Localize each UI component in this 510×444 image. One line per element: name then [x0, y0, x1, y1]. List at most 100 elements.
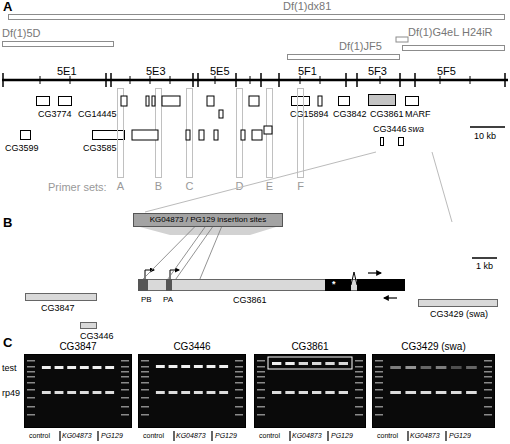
band-tick [278, 73, 280, 87]
gel-panel-label: CG3861 [291, 342, 328, 352]
figure-label: control [377, 432, 398, 439]
rp49-band [80, 391, 89, 394]
figure-label: 5E3 [146, 66, 166, 77]
test-band [42, 366, 51, 369]
deficiency-bar: Df(1)dx81 [8, 14, 505, 20]
test-band [67, 366, 76, 369]
ladder-band [375, 406, 383, 408]
insertion-site-box-label: KG04873 / PG129 insertion sites [150, 216, 267, 224]
gene-box: CG3861 [368, 94, 396, 106]
ladder-band [141, 406, 149, 408]
rp49-band [405, 391, 416, 394]
figure-label: KG04873 [410, 432, 440, 439]
highlight-box [268, 357, 352, 369]
figure-label: Primer sets: [48, 182, 107, 193]
gene-box-label: MARF [405, 110, 431, 119]
band-tick [504, 73, 506, 87]
band-tick [414, 73, 416, 87]
rp49-band [194, 391, 203, 394]
lane-separator [211, 431, 212, 441]
minor-tick [380, 76, 381, 84]
figure-label: PA [163, 296, 173, 304]
ladder-band [257, 397, 265, 399]
ladder-band [257, 406, 265, 408]
gene-box [146, 96, 149, 106]
ladder-band [375, 397, 383, 399]
band-tick [192, 73, 194, 87]
ladder-band [375, 376, 383, 378]
rp49-band [299, 391, 308, 394]
figure-label: 5F5 [437, 66, 456, 77]
test-band [466, 366, 477, 369]
ladder-band [121, 366, 129, 368]
figure-label: A [3, 0, 12, 13]
minor-tick [250, 76, 251, 84]
gene-box: CG3842 [338, 96, 350, 106]
rp49-band [325, 391, 334, 394]
band-tick [235, 73, 237, 87]
ladder-band [355, 389, 363, 391]
deficiency-bar: Df(1)5D [2, 41, 114, 47]
ladder-band [27, 360, 35, 362]
deficiency-bar-label: Df(1)G4eL H24iR [408, 27, 493, 38]
ladder-band [355, 371, 363, 373]
rp49-band [451, 391, 462, 394]
insertion-leader [143, 227, 194, 279]
band-tick [356, 73, 358, 87]
test-band [181, 365, 190, 368]
ladder-band [375, 382, 383, 384]
gel-panel: CG3847 [24, 354, 132, 428]
primer-arrow [384, 297, 397, 298]
test-band [390, 366, 401, 369]
ladder-band [484, 406, 492, 408]
deficiency-bar: Df(1)G4eL H24iR [402, 45, 505, 51]
ladder-band [235, 397, 243, 399]
ladder-band [355, 397, 363, 399]
figure-label: PG129 [331, 432, 353, 439]
ladder-band [141, 382, 149, 384]
test-band [55, 366, 64, 369]
minor-tick [150, 76, 151, 84]
lane-separator [173, 431, 174, 441]
deficiency-bar-label: Df(1)JF5 [339, 41, 382, 52]
minor-tick [70, 76, 71, 84]
ladder-band [121, 376, 129, 378]
ladder-band [355, 376, 363, 378]
rp49-band [67, 391, 76, 394]
minor-tick [40, 76, 41, 84]
figure-label: rp49 [2, 389, 20, 398]
lane-separator [97, 431, 98, 441]
ladder-band [355, 366, 363, 368]
ladder-band [235, 366, 243, 368]
minor-tick [320, 76, 321, 84]
ladder-band [257, 389, 265, 391]
test-band [169, 365, 178, 368]
gene-model-box: CG3861 [138, 279, 405, 291]
gene-model-box-label: CG3429 (swa) [430, 310, 488, 319]
gene-model-box-label: CG3847 [41, 304, 75, 313]
gene-box-label: CG3599 [5, 144, 39, 153]
band-tick [105, 73, 107, 87]
minor-tick [470, 76, 471, 84]
gene-box-label: CG3861 [370, 110, 404, 119]
primer-set-box: C [186, 88, 193, 178]
ladder-band [121, 382, 129, 384]
ladder-band [235, 414, 243, 416]
test-band [285, 362, 294, 365]
gel-panel: CG3429 (swa) [372, 354, 495, 428]
ladder-band [27, 406, 35, 408]
rp49-band [42, 391, 51, 394]
gene-box [214, 130, 218, 140]
rp49-band [105, 391, 114, 394]
minor-tick [300, 76, 301, 84]
zoom-line [145, 152, 376, 212]
rp49-band [466, 391, 477, 394]
primer-set-box-label: D [236, 181, 244, 192]
figure-label: KG04873 [176, 432, 206, 439]
gene-box-label: CG3585 [83, 144, 117, 153]
test-band [272, 362, 281, 365]
ladder-band [141, 376, 149, 378]
gene-box [241, 130, 245, 140]
ladder-band [27, 382, 35, 384]
insertion-leader [200, 227, 222, 279]
